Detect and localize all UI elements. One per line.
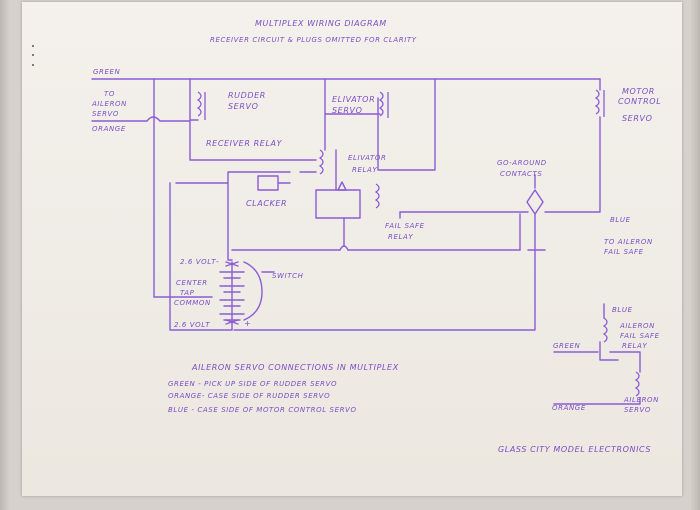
label-orange-left: ORANGE [92, 125, 126, 133]
motor-return-wire [544, 116, 601, 213]
inset-diagram [553, 303, 641, 405]
label-green-top: GREEN [93, 68, 121, 76]
notes-line-2: ORANGE- CASE SIDE OF RUDDER SERVO [168, 392, 330, 400]
footer-maker: GLASS CITY MODEL ELECTRONICS [498, 445, 651, 454]
battery-bottom-terminal [225, 319, 239, 325]
label-motor-2: CONTROL [618, 97, 661, 106]
battery-cells [219, 271, 245, 321]
relay-to-battery-wire [227, 182, 233, 261]
inset-label-green: GREEN [553, 342, 581, 350]
wiring [91, 78, 605, 331]
motor-coil [594, 89, 600, 115]
label-to-aileron-fs-2: FAIL SAFE [604, 248, 644, 256]
clacker-body [257, 175, 279, 191]
inset-fail-safe-coil [602, 317, 608, 343]
label-aileron-servo-1: AILERON [91, 100, 127, 108]
fail-safe-tie-wire [399, 211, 529, 219]
switch-arc [243, 261, 263, 321]
elevator-coil [378, 91, 384, 117]
inset-orange-wire [553, 397, 641, 405]
label-to-aileron: TO [104, 90, 115, 98]
diagram-subtitle: RECEIVER CIRCUIT & PLUGS OMITTED FOR CLA… [210, 36, 417, 44]
inner-rail-wire [169, 182, 233, 331]
fail-safe-coil [374, 183, 380, 209]
diagram-title: MULTIPLEX WIRING DIAGRAM [255, 19, 387, 28]
inset-label-aileron-fs-3: RELAY [622, 342, 647, 350]
punch-mark [32, 64, 34, 66]
inset-label-aileron-fs-1: AILERON [619, 322, 655, 330]
inset-label-aileron-fs-2: FAIL SAFE [620, 332, 660, 340]
elevator-relay-frame [315, 189, 361, 219]
label-elevator-2: SERVO [332, 106, 362, 115]
elevator-loop-wire [377, 78, 436, 171]
inset-servo-coil [634, 371, 640, 397]
punch-mark [32, 45, 34, 47]
receiver-relay-wire [175, 171, 291, 184]
punch-mark [32, 54, 34, 56]
label-minus: - [216, 257, 220, 266]
notes-heading: AILERON SERVO CONNECTIONS IN MULTIPLEX [191, 363, 399, 372]
rudder-feed-wire [189, 78, 199, 121]
battery-top-terminal [225, 261, 239, 267]
rudder-return-wire [189, 120, 317, 161]
receiver-relay-coil [318, 149, 324, 175]
label-center-tap-1: CENTER [176, 279, 208, 287]
rudder-coil [196, 91, 202, 117]
label-volt-bottom: 2.6 VOLT [174, 321, 210, 329]
go-around-return-wire [233, 213, 536, 331]
inset-label-aileron-servo-2: SERVO [624, 406, 651, 414]
label-clacker: CLACKER [246, 199, 287, 208]
label-go-around-1: GO-AROUND [497, 159, 547, 167]
paper-sheet [22, 2, 682, 496]
inset-green-wire [553, 351, 641, 373]
label-motor-3: SERVO [622, 114, 652, 123]
label-fail-safe-1: FAIL SAFE [385, 222, 425, 230]
notes-line-1: GREEN - PICK UP SIDE OF RUDDER SERVO [168, 380, 337, 388]
go-around-contacts [526, 189, 544, 215]
label-aileron-servo-2: SERVO [92, 110, 119, 118]
label-center-tap-2: TAP [180, 289, 195, 297]
wire-crossover [146, 116, 161, 122]
label-plus: + [244, 319, 251, 328]
label-fail-safe-2: RELAY [388, 233, 413, 241]
label-rudder-2: SERVO [228, 102, 258, 111]
label-elevator-relay-2: RELAY [352, 166, 377, 174]
label-blue-right: BLUE [610, 216, 631, 224]
label-elevator-relay-1: ELIVATOR [348, 154, 386, 162]
label-switch: SWITCH [272, 272, 304, 280]
label-go-around-2: CONTACTS [500, 170, 542, 178]
label-motor-1: MOTOR [622, 87, 655, 96]
inset-relay-tie [599, 341, 619, 361]
label-common: COMMON [174, 299, 211, 307]
notes-line-3: BLUE - CASE SIDE OF MOTOR CONTROL SERVO [168, 406, 357, 414]
inset-label-blue: BLUE [612, 306, 633, 314]
label-volt-top: 2.6 VOLT [180, 258, 216, 266]
label-receiver-relay: RECEIVER RELAY [206, 139, 283, 148]
inset-label-orange: ORANGE [552, 404, 586, 412]
inset-label-aileron-servo-1: AILERON [623, 396, 659, 404]
elevator-relay-contact [335, 149, 347, 191]
label-elevator-1: ELIVATOR [332, 95, 375, 104]
label-to-aileron-fs-1: TO AILERON [604, 238, 653, 246]
label-rudder-1: RUDDER [228, 91, 266, 100]
